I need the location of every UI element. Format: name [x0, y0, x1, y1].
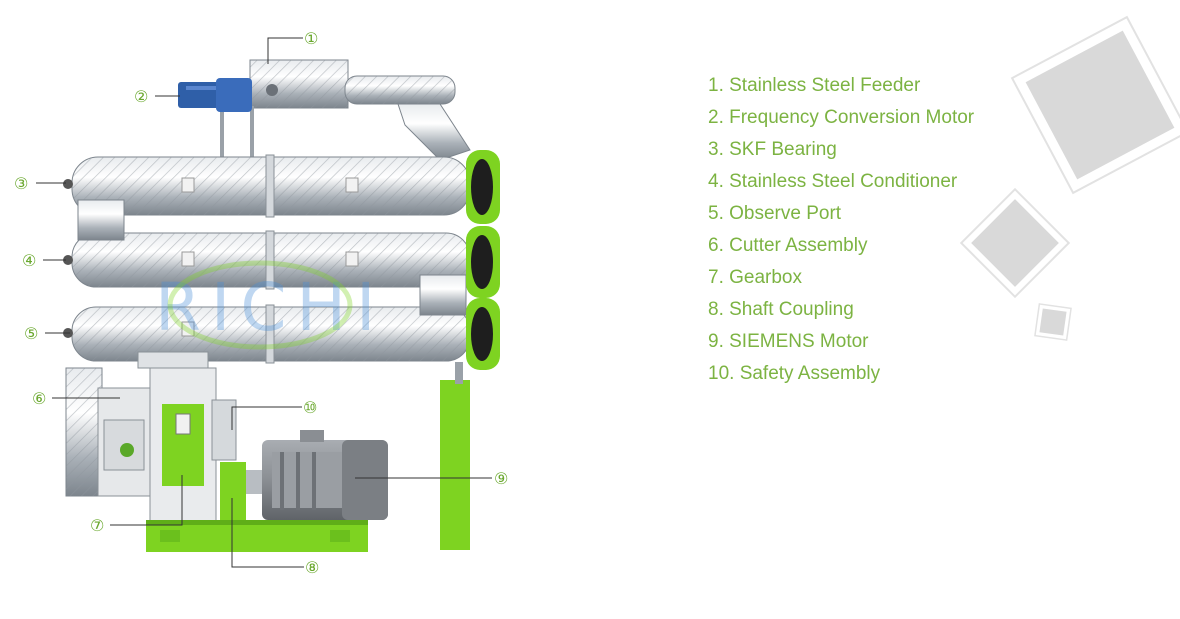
part-item-6: 6. Cutter Assembly [708, 235, 868, 256]
base-frame [146, 520, 368, 552]
part-item-5: 5. Observe Port [708, 203, 842, 224]
callout-7: ⑦ [90, 516, 104, 535]
part-item-8: 8. Shaft Coupling [708, 299, 854, 320]
callout-3: ③ [14, 174, 28, 193]
callout-5: ⑤ [24, 324, 38, 343]
part-item-7: 7. Gearbox [708, 267, 802, 288]
stainless-steel-conditioner [63, 154, 471, 364]
callout-10: ⑩ [303, 398, 317, 417]
part-item-1: 1. Stainless Steel Feeder [708, 75, 921, 96]
callout-1: ① [304, 29, 318, 48]
end-caps [466, 150, 500, 370]
callout-4: ④ [22, 251, 36, 270]
watermark-swoosh [167, 260, 353, 350]
callout-9: ⑨ [494, 469, 508, 488]
callout-2: ② [134, 87, 148, 106]
part-item-3: 3. SKF Bearing [708, 139, 837, 160]
part-item-9: 9. SIEMENS Motor [708, 331, 869, 352]
callout-numbers: ① ② ③ ④ ⑤ ⑥ ⑦ ⑧ ⑨ ⑩ [14, 29, 508, 577]
callout-8: ⑧ [305, 558, 319, 577]
stainless-steel-feeder [220, 59, 471, 165]
parts-list: 1. Stainless Steel Feeder 2. Frequency C… [708, 70, 974, 390]
part-item-10: 10. Safety Assembly [708, 363, 881, 384]
richi-watermark: RICHI [155, 269, 386, 346]
callout-6: ⑥ [32, 389, 46, 408]
decorative-diamonds [959, 15, 1180, 341]
drive-assembly [220, 430, 388, 524]
pellet-mill-body [65, 351, 237, 529]
frequency-conversion-motor [178, 78, 252, 112]
part-item-4: 4. Stainless Steel Conditioner [708, 171, 958, 192]
part-item-2: 2. Frequency Conversion Motor [708, 107, 975, 128]
safety-post [440, 362, 470, 550]
callout-lines [36, 37, 492, 568]
